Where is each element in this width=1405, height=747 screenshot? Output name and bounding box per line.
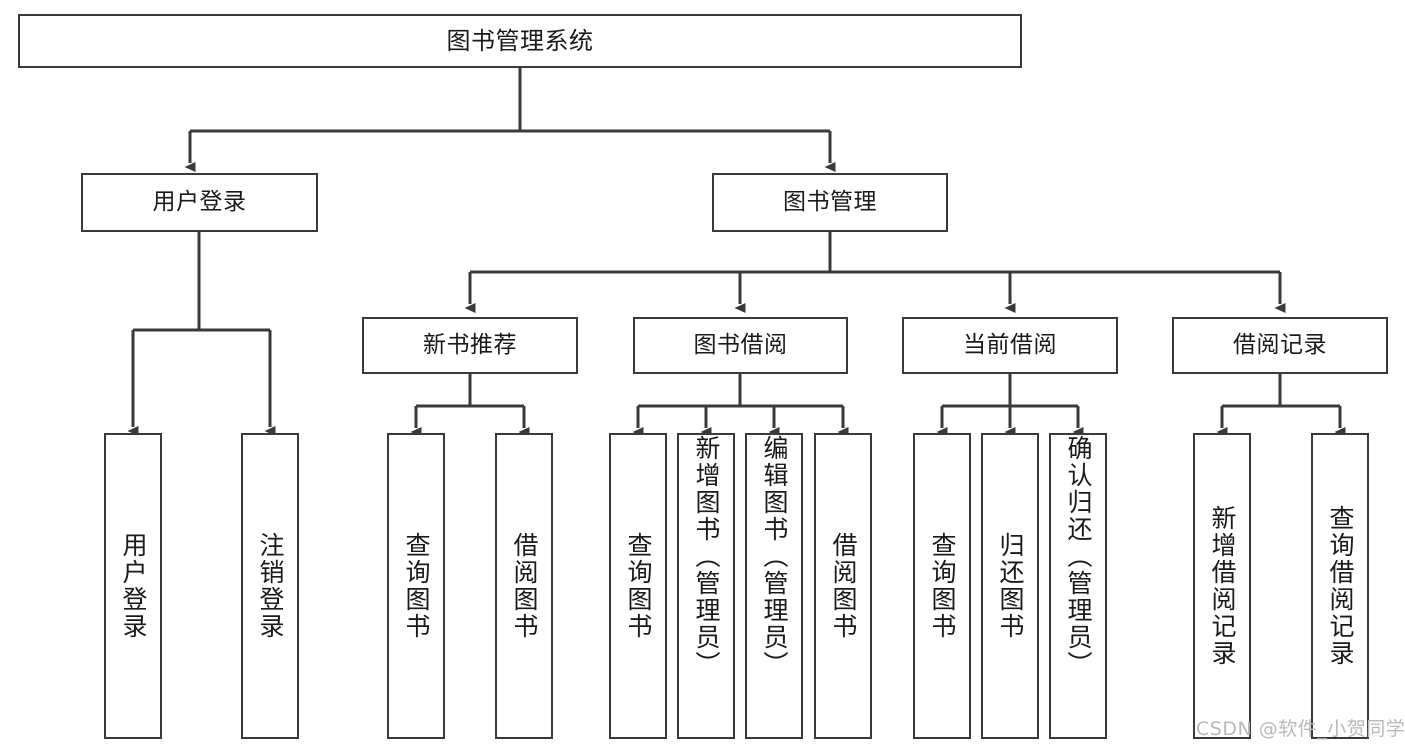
node-current-borrow-label: 当前借阅 bbox=[963, 332, 1057, 358]
node-borrow-record[interactable]: 借阅记录 bbox=[1172, 317, 1388, 374]
node-new-book-recommend[interactable]: 新书推荐 bbox=[362, 317, 578, 374]
leaf-borrow-book-1[interactable]: 借阅图书 bbox=[495, 433, 553, 739]
leaf-query-book-2[interactable]: 查询图书 bbox=[609, 433, 667, 739]
leaf-return-book[interactable]: 归还图书 bbox=[981, 433, 1039, 739]
leaf-user-logout[interactable]: 注销登录 bbox=[241, 433, 299, 739]
leaf-confirm-return[interactable]: 确认归还（管理员） bbox=[1049, 433, 1107, 739]
leaf-query-book-1[interactable]: 查询图书 bbox=[387, 433, 445, 739]
leaf-edit-book-label: 编辑图书（管理员） bbox=[760, 435, 789, 678]
leaf-edit-book[interactable]: 编辑图书（管理员） bbox=[745, 433, 803, 739]
node-user-login-label: 用户登录 bbox=[152, 189, 247, 215]
leaf-add-record-label: 新增借阅记录 bbox=[1208, 505, 1237, 667]
node-current-borrow[interactable]: 当前借阅 bbox=[902, 317, 1118, 374]
leaf-query-book-1-label: 查询图书 bbox=[402, 532, 431, 640]
leaf-add-book-label: 新增图书（管理员） bbox=[692, 435, 721, 678]
node-book-manage-label: 图书管理 bbox=[783, 189, 877, 215]
leaf-query-book-3-label: 查询图书 bbox=[928, 532, 957, 640]
leaf-query-book-2-label: 查询图书 bbox=[624, 532, 653, 640]
leaf-add-book[interactable]: 新增图书（管理员） bbox=[677, 433, 735, 739]
node-user-login[interactable]: 用户登录 bbox=[81, 173, 318, 232]
leaf-user-login[interactable]: 用户登录 bbox=[104, 433, 162, 739]
leaf-confirm-return-label: 确认归还（管理员） bbox=[1064, 435, 1093, 678]
node-root[interactable]: 图书管理系统 bbox=[18, 14, 1022, 68]
leaf-query-record[interactable]: 查询借阅记录 bbox=[1311, 433, 1369, 739]
leaf-borrow-book-1-label: 借阅图书 bbox=[510, 532, 539, 640]
leaf-return-book-label: 归还图书 bbox=[996, 532, 1025, 640]
node-book-borrow[interactable]: 图书借阅 bbox=[633, 317, 848, 374]
leaf-add-record[interactable]: 新增借阅记录 bbox=[1193, 433, 1251, 739]
node-new-book-recommend-label: 新书推荐 bbox=[423, 332, 517, 358]
leaf-borrow-book-2[interactable]: 借阅图书 bbox=[814, 433, 872, 739]
node-borrow-record-label: 借阅记录 bbox=[1233, 332, 1327, 358]
csdn-watermark: CSDN @软件_小贺同学 bbox=[1196, 718, 1405, 740]
node-book-manage[interactable]: 图书管理 bbox=[712, 173, 948, 232]
leaf-user-login-label: 用户登录 bbox=[119, 532, 148, 640]
leaf-user-logout-label: 注销登录 bbox=[256, 532, 285, 640]
leaf-query-record-label: 查询借阅记录 bbox=[1326, 505, 1355, 667]
node-book-borrow-label: 图书借阅 bbox=[693, 332, 788, 358]
leaf-query-book-3[interactable]: 查询图书 bbox=[913, 433, 971, 739]
leaf-borrow-book-2-label: 借阅图书 bbox=[829, 532, 858, 640]
node-root-label: 图书管理系统 bbox=[446, 27, 594, 55]
